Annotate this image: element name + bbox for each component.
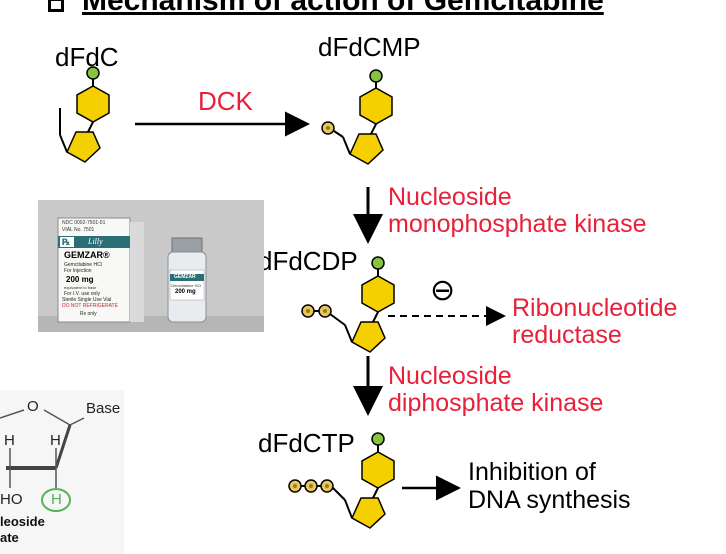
enzyme-nmk-line2: monophosphate kinase bbox=[388, 210, 647, 238]
box-use: For I.V. use only bbox=[64, 291, 100, 297]
enzyme-nmk-line1: Nucleoside bbox=[388, 183, 512, 211]
box-no-refrigerate: DO NOT REFRIGERATE bbox=[62, 303, 118, 309]
inhibition-minus-icon: ⊖ bbox=[430, 274, 456, 307]
brand-logo: Lilly bbox=[88, 237, 103, 246]
outcome-line1: Inhibition of bbox=[468, 458, 596, 486]
base-label: Base bbox=[86, 400, 121, 417]
vial-name: GEMZAR bbox=[174, 274, 196, 280]
sugar-structure bbox=[0, 390, 124, 554]
label-dfdctp: dFdCTP bbox=[258, 428, 355, 458]
structure-caption-line1: leoside bbox=[0, 514, 45, 529]
vial-generic: Gemcitabine HCl bbox=[171, 283, 202, 288]
box-vial-number: VIAL No. 7501 bbox=[62, 227, 95, 233]
enzyme-dck: DCK bbox=[198, 86, 253, 116]
box-sterile: Sterile Single Use Vial bbox=[62, 297, 112, 303]
label-dfdcdp: dFdCDP bbox=[258, 246, 358, 276]
box-generic-name: Gemcitabine HCl bbox=[64, 262, 102, 268]
box-code: NDC 0002-7501-01 bbox=[62, 220, 106, 226]
ring-oxygen: O bbox=[27, 398, 39, 415]
box-dose: 200 mg bbox=[66, 275, 94, 284]
page-title: Mechanism of action of Gemcitabine bbox=[82, 0, 604, 17]
title-bullet-icon bbox=[48, 0, 64, 12]
enzyme-ndk-line1: Nucleoside bbox=[388, 362, 512, 390]
hydroxyl-label: HO bbox=[0, 491, 23, 508]
rx-icon: ℞ bbox=[62, 237, 71, 247]
box-equiv: equivalent to base bbox=[64, 285, 97, 290]
molecule-dfdcmp bbox=[321, 69, 393, 165]
hydrogen-right: H bbox=[50, 432, 61, 449]
outcome-line2: DNA synthesis bbox=[468, 486, 631, 514]
hydrogen-highlight: H bbox=[51, 491, 62, 508]
box-route: For Injection bbox=[64, 268, 92, 274]
hydrogen-left: H bbox=[4, 432, 15, 449]
vial-dose: 200 mg bbox=[175, 289, 196, 295]
molecule-dfdc bbox=[59, 66, 110, 163]
label-dfdc: dFdC bbox=[55, 42, 119, 72]
structure-caption-line2: ate bbox=[0, 530, 19, 545]
molecule-dfdctp bbox=[288, 432, 395, 529]
enzyme-rnr-line1: Ribonucleotide bbox=[512, 294, 678, 322]
box-product-name: GEMZAR® bbox=[64, 250, 110, 260]
molecule-dfdcdp bbox=[301, 256, 395, 353]
enzyme-rnr-line2: reductase bbox=[512, 321, 622, 349]
enzyme-ndk-line2: diphosphate kinase bbox=[388, 389, 604, 417]
box-rx-only: Rx only bbox=[80, 311, 97, 317]
product-photo bbox=[38, 200, 264, 332]
label-dfdcmp: dFdCMP bbox=[318, 32, 421, 62]
